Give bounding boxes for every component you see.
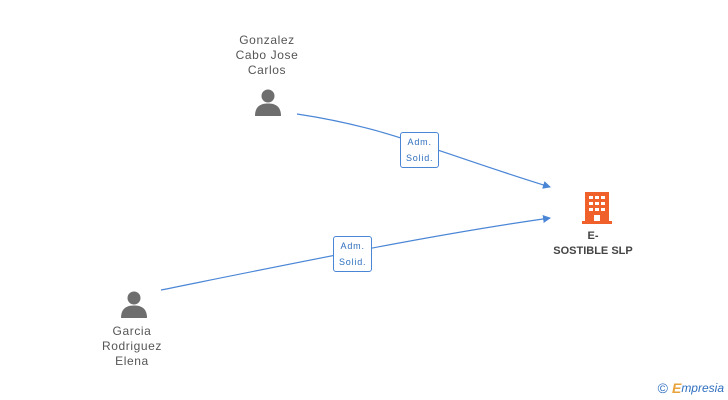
edge-top-role-badge: Adm. Solid.: [400, 132, 440, 168]
edge-bottom-role-badge: Adm. Solid.: [333, 236, 373, 272]
brand-logo-text: mpresia: [681, 381, 724, 395]
copyright-icon: ©: [657, 380, 668, 396]
person-bottom-icon[interactable]: [119, 290, 149, 318]
company-label[interactable]: E- SOSTIBLE SLP: [553, 230, 633, 257]
company-building-icon[interactable]: [582, 191, 612, 225]
person-top-icon[interactable]: [253, 88, 283, 116]
empresia-watermark: © E mpresia: [658, 380, 724, 396]
person-bottom-label: Garcia Rodriguez Elena: [101, 324, 163, 368]
brand-logo-initial: E: [671, 380, 682, 396]
person-top-label: Gonzalez Cabo Jose Carlos: [235, 33, 299, 77]
